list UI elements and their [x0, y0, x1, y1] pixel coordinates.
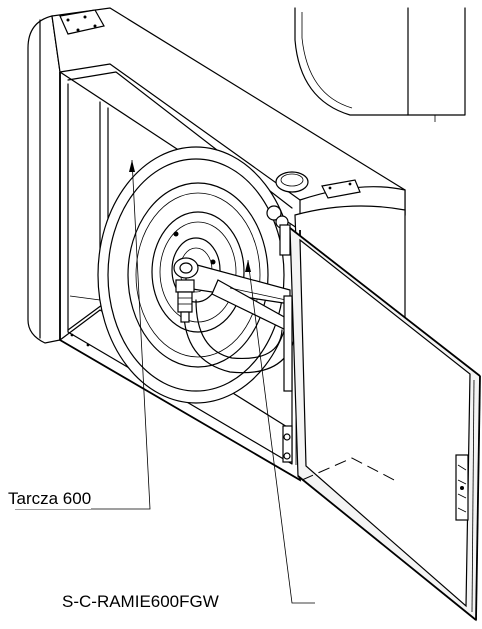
adjacent-cabinet-outline: [294, 7, 466, 122]
cabinet-left-side: [27, 15, 61, 344]
leader-lines: [15, 159, 315, 604]
disc-label: Tarcza 600: [8, 489, 92, 509]
hub-fitting: [173, 257, 199, 323]
open-door: [289, 226, 481, 622]
arm-label: S-C-RAMIE600FGW: [62, 592, 219, 612]
